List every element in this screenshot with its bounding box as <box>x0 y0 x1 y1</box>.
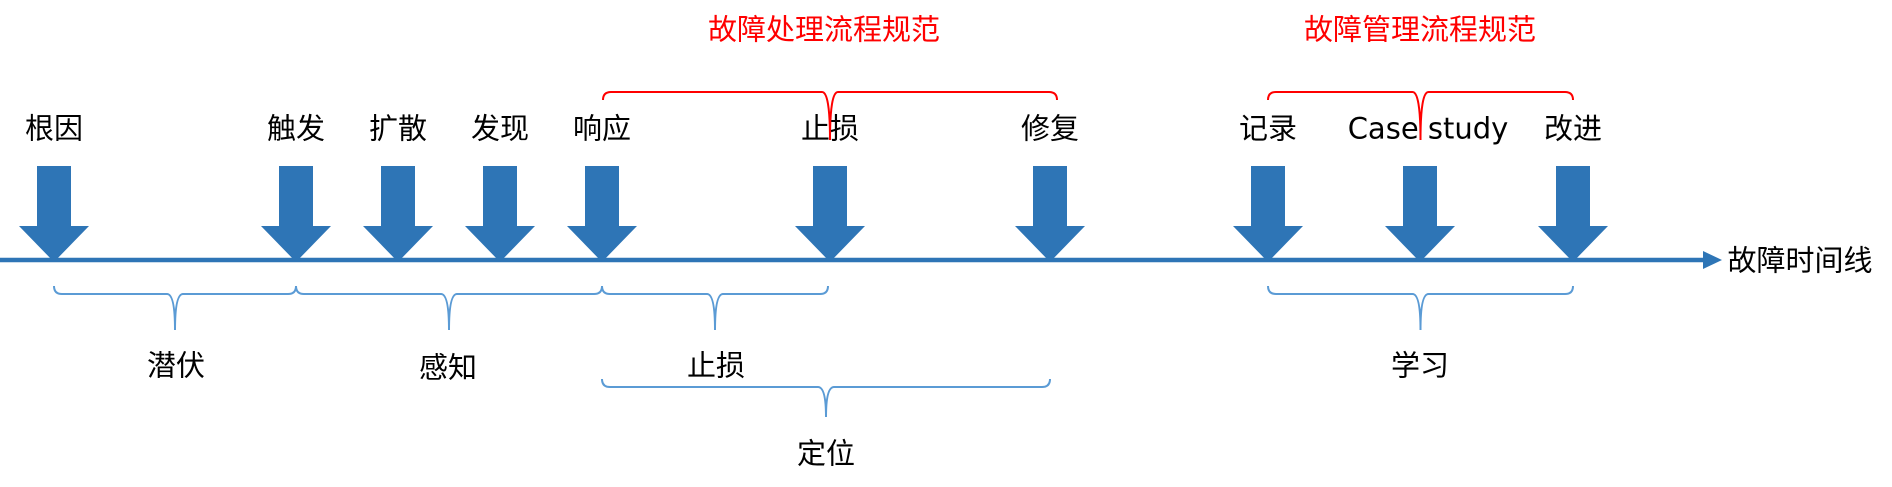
phase-label-locate: 定位 <box>796 436 856 471</box>
event-arrow-root-cause <box>19 166 89 262</box>
bracket-management-spec <box>1267 91 1574 141</box>
bracket-process-spec <box>602 91 1058 141</box>
event-label-spread: 扩散 <box>368 111 428 146</box>
bracket-latent <box>53 285 297 331</box>
event-label-trigger: 触发 <box>266 111 326 146</box>
bracket-learning <box>1267 285 1574 331</box>
event-arrow-respond <box>567 166 637 262</box>
event-arrow-record <box>1233 166 1303 262</box>
event-label-respond: 响应 <box>572 111 632 146</box>
event-label-case-study: Case study <box>1347 111 1509 146</box>
event-label-improve: 改进 <box>1543 111 1603 146</box>
event-label-record: 记录 <box>1238 111 1298 146</box>
event-arrow-stop-loss <box>795 166 865 262</box>
bracket-stop-loss <box>601 285 829 331</box>
event-label-discover: 发现 <box>470 111 530 146</box>
event-arrow-improve <box>1538 166 1608 262</box>
event-arrow-repair <box>1015 166 1085 262</box>
phase-label-latent: 潜伏 <box>146 348 206 383</box>
event-label-root-cause: 根因 <box>24 111 84 146</box>
phase-label-stop-loss: 止损 <box>686 348 746 383</box>
event-label-stop-loss: 止损 <box>800 111 860 146</box>
process-spec-heading: 故障处理流程规范 <box>707 12 941 47</box>
bracket-perception <box>295 285 603 331</box>
bracket-locate <box>601 378 1051 418</box>
management-spec-heading: 故障管理流程规范 <box>1303 12 1537 47</box>
event-arrow-discover <box>465 166 535 262</box>
event-arrow-trigger <box>261 166 331 262</box>
event-arrow-spread <box>363 166 433 262</box>
event-arrow-case-study <box>1385 166 1455 262</box>
timeline-label: 故障时间线 <box>1727 243 1873 278</box>
event-label-repair: 修复 <box>1020 111 1080 146</box>
timeline-arrowhead <box>1703 251 1722 269</box>
phase-label-learning: 学习 <box>1390 348 1450 383</box>
phase-label-perception: 感知 <box>418 350 478 385</box>
